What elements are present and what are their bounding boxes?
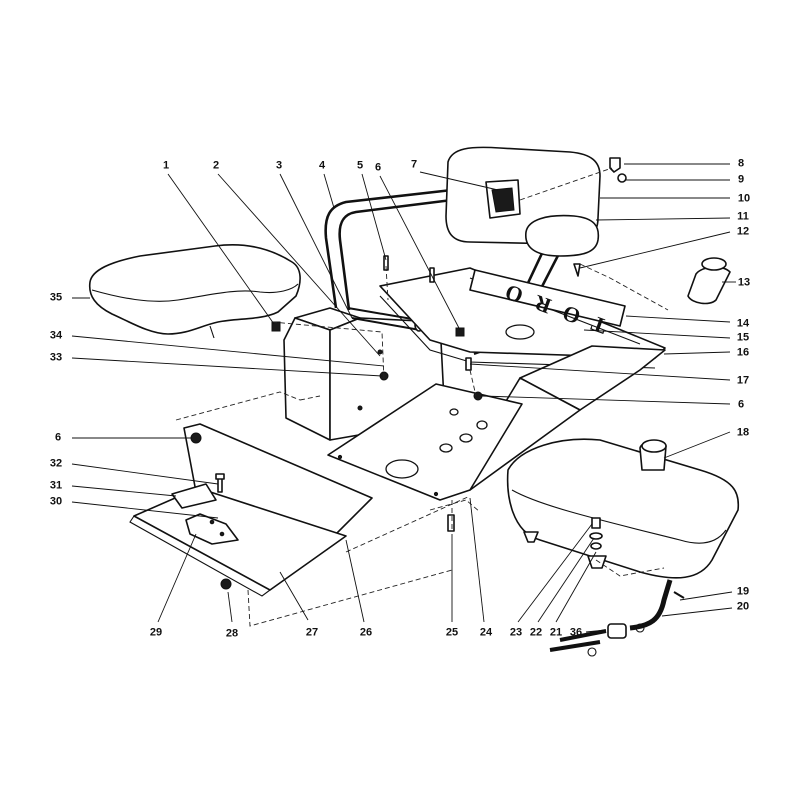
armrest-part bbox=[525, 214, 600, 257]
callout-29: 29 bbox=[149, 626, 163, 639]
callout-16: 16 bbox=[736, 346, 750, 359]
callout-5: 5 bbox=[356, 159, 364, 172]
callout-33: 33 bbox=[49, 351, 63, 364]
fuel-tank-part bbox=[506, 438, 740, 579]
floor-plate-part bbox=[327, 383, 523, 501]
handle-grip-part bbox=[687, 257, 731, 305]
callout-11: 11 bbox=[737, 210, 749, 223]
fuel-filter-part bbox=[549, 623, 645, 657]
seat-cushion-part bbox=[88, 243, 301, 339]
callout-21: 21 bbox=[549, 626, 563, 639]
callout-1: 1 bbox=[162, 159, 170, 172]
clip-hardware-part bbox=[609, 157, 627, 183]
callout-31: 31 bbox=[49, 479, 63, 492]
callout-32: 32 bbox=[49, 457, 63, 470]
callout-8: 8 bbox=[737, 157, 745, 170]
callout-30: 30 bbox=[49, 495, 63, 508]
callout-2: 2 bbox=[212, 159, 220, 172]
callout-26: 26 bbox=[359, 626, 373, 639]
callout-7: 7 bbox=[410, 158, 418, 171]
callout-12: 12 bbox=[736, 225, 750, 238]
fuel-line-part bbox=[629, 579, 685, 631]
callout-20: 20 bbox=[736, 600, 750, 613]
callout-22: 22 bbox=[529, 626, 543, 639]
callout-10: 10 bbox=[737, 192, 751, 205]
callout-6-left: 6 bbox=[54, 431, 62, 444]
callout-17: 17 bbox=[736, 374, 750, 387]
callout-14: 14 bbox=[736, 317, 750, 330]
callout-36: 36 bbox=[569, 626, 583, 639]
callout-15: 15 bbox=[736, 331, 750, 344]
tank-mount-hardware-part bbox=[587, 517, 607, 569]
callout-19: 19 bbox=[736, 585, 750, 598]
callout-3: 3 bbox=[275, 159, 283, 172]
small-plate-part bbox=[171, 473, 225, 509]
callout-6-right: 6 bbox=[737, 398, 745, 411]
callout-13: 13 bbox=[737, 276, 751, 289]
callout-34: 34 bbox=[49, 329, 63, 342]
callout-leader-lines bbox=[71, 163, 736, 633]
callout-27: 27 bbox=[305, 626, 319, 639]
callout-28: 28 bbox=[225, 627, 239, 640]
callout-35: 35 bbox=[49, 291, 63, 304]
callout-18: 18 bbox=[736, 426, 750, 439]
callout-4: 4 bbox=[318, 159, 326, 172]
callout-24: 24 bbox=[479, 626, 493, 639]
callout-6-top: 6 bbox=[374, 161, 382, 174]
assembly-dash-lines bbox=[175, 167, 669, 627]
callout-25: 25 bbox=[445, 626, 459, 639]
callout-9: 9 bbox=[737, 173, 745, 186]
callout-23: 23 bbox=[509, 626, 523, 639]
